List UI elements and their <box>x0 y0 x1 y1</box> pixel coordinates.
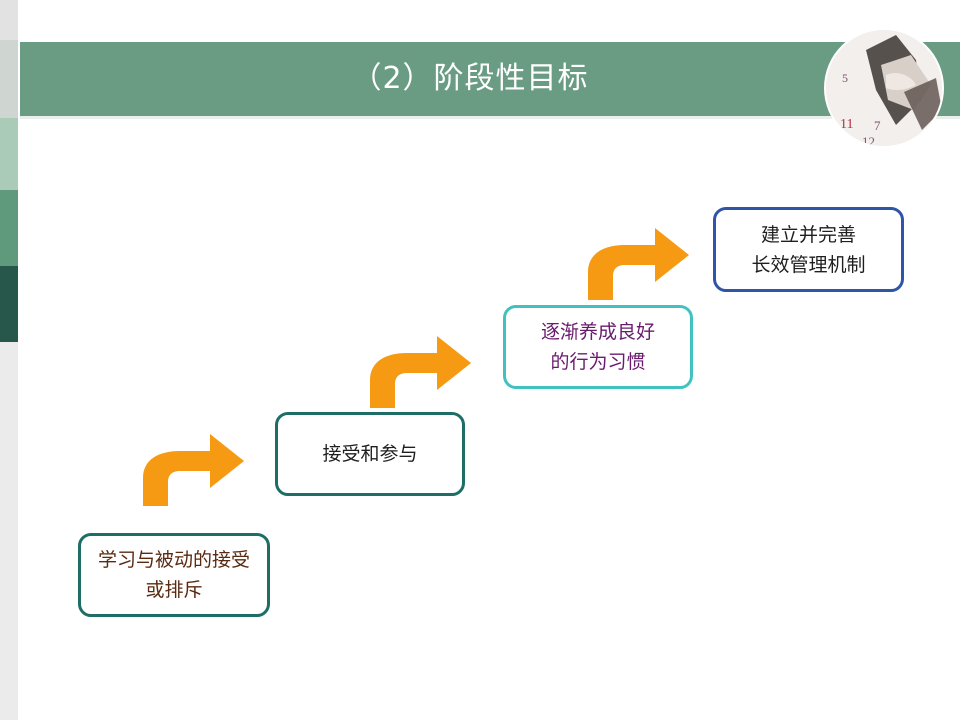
curved-arrow-icon <box>588 228 689 300</box>
step-box-1: 学习与被动的接受 或排斥 <box>78 533 270 617</box>
badge-number: 11 <box>840 117 853 132</box>
badge-number: 5 <box>842 71 848 85</box>
clock-photo-badge: 5 11 7 12 <box>826 30 942 146</box>
badge-number: 12 <box>862 134 875 146</box>
side-strip-segment <box>0 190 18 266</box>
side-strip-segment <box>0 40 18 118</box>
step-box-4: 建立并完善 长效管理机制 <box>713 207 904 292</box>
side-strip-segment <box>0 118 18 190</box>
clock-hands-image: 5 11 7 12 <box>826 30 942 146</box>
title-underline <box>20 116 960 119</box>
step-text-line: 或排斥 <box>145 579 203 601</box>
step-box-2: 接受和参与 <box>275 412 465 496</box>
step-text-line: 的行为习惯 <box>550 351 646 373</box>
page-title: （2）阶段性目标 <box>351 61 589 96</box>
step-box-3: 逐渐养成良好 的行为习惯 <box>503 305 693 389</box>
step-text-line: 建立并完善 <box>760 223 856 246</box>
side-strip-segment <box>0 0 18 40</box>
side-strip-segment <box>0 266 18 342</box>
step-text-line: 逐渐养成良好 <box>540 321 655 343</box>
step-text-line: 接受和参与 <box>322 443 418 465</box>
step-text-line: 长效管理机制 <box>751 253 866 276</box>
side-strip-divider <box>18 0 20 720</box>
side-strip-segment <box>0 342 18 720</box>
curved-arrow-icon <box>143 434 244 506</box>
step-text-line: 学习与被动的接受 <box>97 549 250 571</box>
badge-number: 7 <box>874 118 881 133</box>
title-banner: （2）阶段性目标 <box>20 42 960 116</box>
curved-arrow-icon <box>370 336 471 408</box>
